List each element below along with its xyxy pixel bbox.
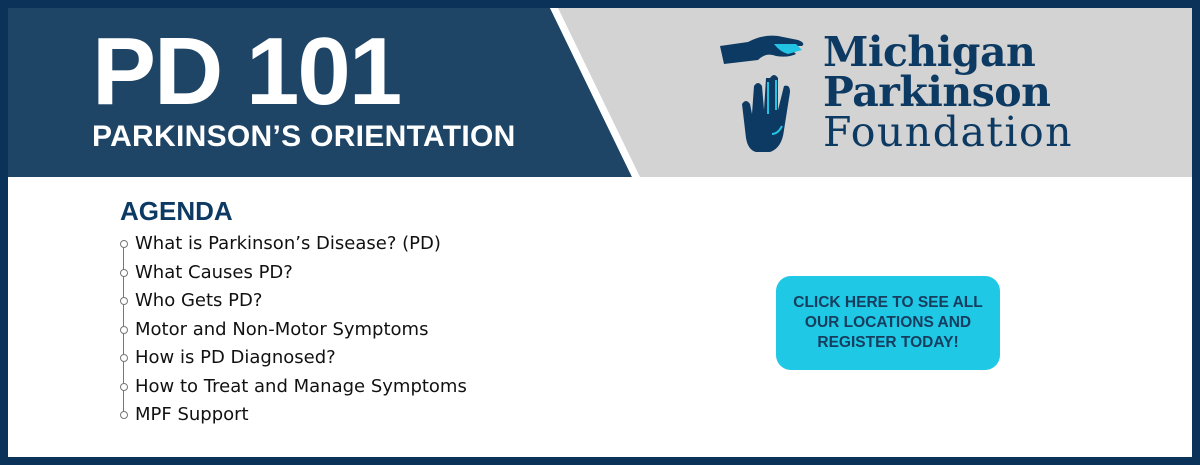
banner: PD 101 PARKINSON’S ORIENTATION Michigan … xyxy=(8,8,1192,457)
agenda-item-label: What Causes PD? xyxy=(135,261,293,283)
agenda-section: AGENDA What is Parkinson’s Disease? (PD)… xyxy=(120,196,467,430)
agenda-item-label: How is PD Diagnosed? xyxy=(135,347,336,368)
bullet-icon xyxy=(120,297,128,305)
bullet-icon xyxy=(120,240,128,248)
bullet-icon xyxy=(120,354,128,362)
agenda-item-label: What is Parkinson’s Disease? (PD) xyxy=(135,233,441,254)
agenda-item: What Causes PD? xyxy=(120,259,467,288)
bullet-icon xyxy=(120,268,128,277)
logo-line-2: Parkinson xyxy=(823,68,1051,116)
agenda-item: What is Parkinson’s Disease? (PD) xyxy=(120,230,467,259)
bullet-icon xyxy=(120,382,128,391)
register-button[interactable]: CLICK HERE TO SEE ALL OUR LOCATIONS AND … xyxy=(776,276,1000,370)
page-title: PD 101 xyxy=(92,18,402,125)
agenda-item-label: Motor and Non-Motor Symptoms xyxy=(135,318,429,340)
agenda-item-label: MPF Support xyxy=(135,404,249,425)
header-shape xyxy=(8,8,640,177)
logo-line-3: Foundation xyxy=(823,108,1074,156)
agenda-item: Who Gets PD? xyxy=(120,287,467,316)
agenda-item-label: Who Gets PD? xyxy=(135,290,263,311)
agenda-item: Motor and Non-Motor Symptoms xyxy=(120,316,467,345)
agenda-item: How to Treat and Manage Symptoms xyxy=(120,373,467,402)
page-subtitle: PARKINSON’S ORIENTATION xyxy=(92,120,516,153)
header-band: PD 101 PARKINSON’S ORIENTATION Michigan … xyxy=(8,8,1192,177)
agenda-item: MPF Support xyxy=(120,401,467,430)
hands-logo-icon xyxy=(720,35,804,152)
agenda-item-label: How to Treat and Manage Symptoms xyxy=(135,375,467,397)
agenda-item: How is PD Diagnosed? xyxy=(120,344,467,373)
logo-line-1: Michigan xyxy=(823,28,1036,76)
agenda-list: What is Parkinson’s Disease? (PD) What C… xyxy=(120,230,467,430)
mpf-logo: Michigan Parkinson Foundation xyxy=(718,30,1078,160)
bullet-icon xyxy=(120,325,128,334)
bullet-icon xyxy=(120,411,128,419)
agenda-heading: AGENDA xyxy=(120,196,233,226)
